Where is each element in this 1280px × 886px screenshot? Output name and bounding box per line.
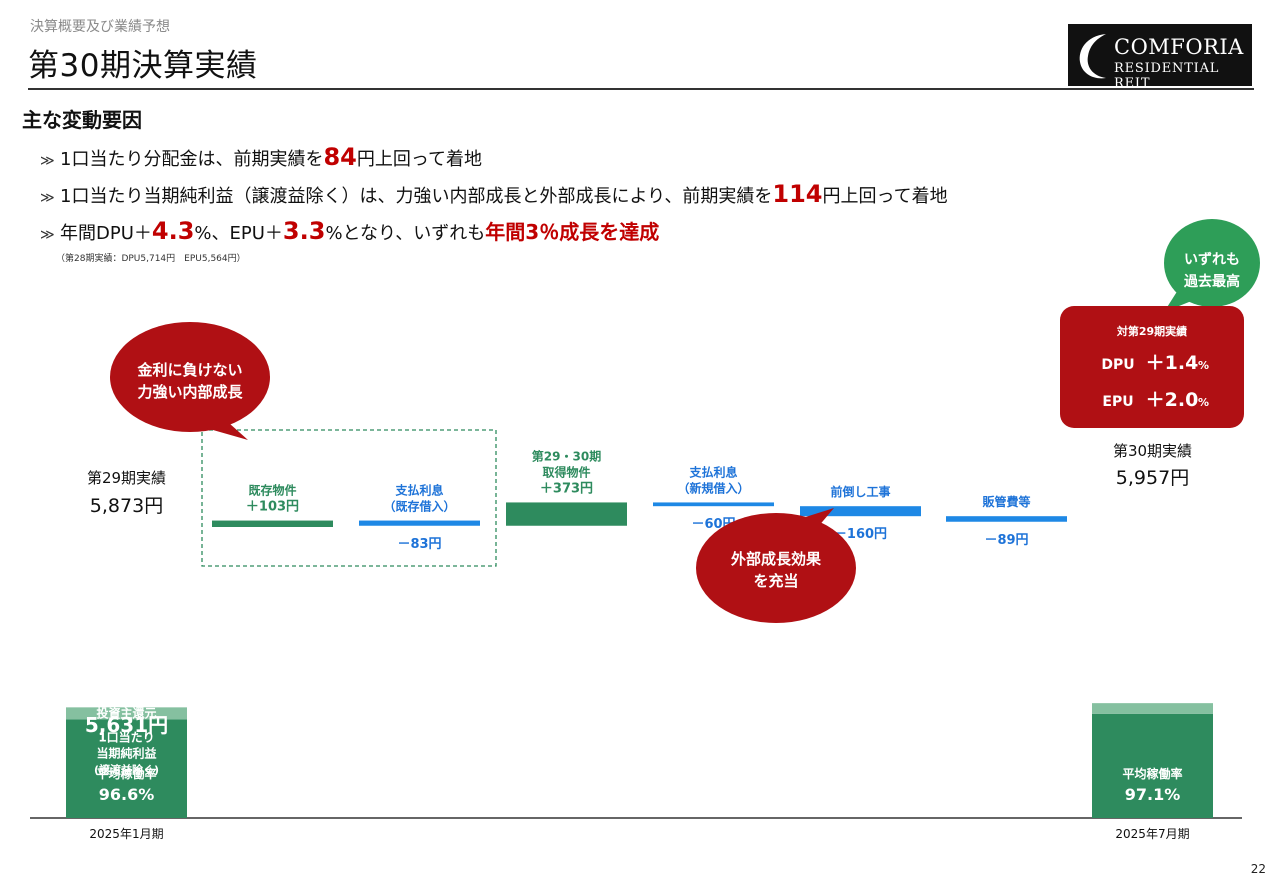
step-bar (946, 516, 1067, 522)
step-name: 販管費等 (982, 494, 1030, 509)
callout-record-text: いずれも (1184, 251, 1240, 268)
bullet-text: %となり、いずれも (325, 223, 486, 244)
bullet-epu: ≫ 1口当たり当期純利益（譲渡益除く）は、力強い内部成長と外部成長により、前期実績… (40, 180, 948, 208)
bar-end-return (1092, 703, 1213, 714)
section-heading: 主な変動要因 (22, 108, 142, 132)
vs-prev-title: 対第29期実績 (1116, 324, 1187, 338)
page-number: 22 (1250, 862, 1266, 876)
epu-label: 当期純利益 (96, 745, 156, 760)
step-bar (212, 520, 333, 527)
logo-crescent-icon (1079, 34, 1106, 79)
epu-label: 1口当たり (98, 729, 154, 744)
occupancy-value: 96.6% (99, 785, 155, 804)
logo-line2: RESIDENTIAL REIT (1114, 61, 1220, 91)
bullet-marker-icon: ≫ (40, 227, 55, 243)
page-title: 第30期決算実績 (28, 48, 258, 84)
step-value: ＋373円 (540, 481, 593, 496)
vs-prev-dpu-label: DPU (1101, 357, 1134, 373)
bullet-text: 円上回って着地 (356, 149, 482, 170)
bar-start-value: 5,873円 (90, 495, 163, 517)
step-name: （新規借入） (677, 480, 749, 495)
step-value: －83円 (397, 537, 441, 552)
bar-end-epu (1092, 713, 1213, 818)
callout-external-bubble (696, 513, 856, 623)
step-name: 支払利息 (688, 464, 737, 479)
bullet-marker-icon: ≫ (40, 190, 55, 206)
step-value: －89円 (984, 533, 1028, 548)
bullet-text: 年間DPU＋ (60, 223, 152, 244)
vs-prev-dpu-unit: % (1198, 359, 1209, 372)
callout-external-text: 外部成長効果 (730, 550, 822, 568)
callout-external-tail (796, 508, 834, 534)
step-name: 第29・30期 (532, 448, 601, 463)
bar-start-epu (66, 719, 187, 818)
bullet-text: 1口当たり当期純利益（譲渡益除く）は、力強い内部成長と外部成長により、前期実績を (60, 186, 773, 207)
period-label-end: 2025年7月期 (1115, 827, 1189, 841)
logo-line1: COMFORIA (1114, 35, 1244, 59)
bullet-dpu: ≫ 1口当たり分配金は、前期実績を84円上回って着地 (40, 143, 482, 171)
occupancy-value: 97.1% (1125, 785, 1181, 804)
step-value: ＋103円 (246, 500, 299, 515)
callout-record-text: 過去最高 (1183, 273, 1240, 290)
comforia-logo: COMFORIA RESIDENTIAL REIT (1068, 24, 1252, 91)
step-bar (800, 506, 921, 517)
title-divider (28, 88, 1254, 90)
step-bar (506, 502, 627, 526)
occupancy-label: 平均稼働率 (96, 766, 156, 781)
bar-end-value: 5,957円 (1116, 467, 1189, 489)
callout-internal-bubble (110, 322, 270, 432)
return-label: 投資主還元 (96, 705, 156, 720)
bullet-text: 1口当たり分配金は、前期実績を (60, 149, 324, 170)
step-bar (653, 502, 774, 507)
bullet-highlight: 年間3％成長を達成 (485, 220, 660, 244)
vs-prev-epu-value: ＋2.0 (1146, 389, 1199, 411)
step-value: －160円 (834, 527, 887, 542)
callout-record-bubble (1164, 219, 1260, 307)
occupancy-label: 平均稼働率 (1122, 766, 1182, 781)
vs-prev-box (1060, 306, 1244, 428)
bar-end-label: 第30期実績 (1113, 442, 1192, 460)
callout-internal-tail (206, 415, 248, 440)
bullet-value: 114 (772, 180, 823, 208)
breadcrumb: 決算概要及び業績予想 (30, 19, 170, 35)
bar-start-return (66, 707, 187, 720)
vs-prev-epu-label: EPU (1102, 394, 1133, 410)
vs-prev-epu-unit: % (1198, 396, 1209, 409)
bullet-text: 円上回って着地 (822, 186, 948, 207)
bar-start-epu-value: 5,631円 (85, 713, 168, 737)
step-name: （既存借入） (383, 499, 455, 514)
period-label-start: 2025年1月期 (89, 827, 163, 841)
bar-start-label: 第29期実績 (87, 469, 166, 487)
callout-internal-text: 金利に負けない (136, 361, 242, 379)
step-name: 取得物件 (542, 464, 590, 479)
bullet-value: 3.3 (282, 217, 326, 245)
bullet-value: 84 (323, 143, 357, 171)
callout-external-text: を充当 (753, 572, 798, 590)
footnote: （第28期実績：DPU5,714円 EPU5,564円） (56, 254, 246, 264)
step-name: 支払利息 (394, 483, 443, 498)
bullet-value: 4.3 (151, 217, 195, 245)
bullet-marker-icon: ≫ (40, 153, 55, 169)
bar-end-epu-value: 5,745円 (1111, 657, 1194, 681)
step-name: 既存物件 (248, 483, 296, 498)
step-name: 前倒し工事 (830, 484, 890, 499)
internal-growth-box (201, 429, 497, 567)
bullet-text: %、EPU＋ (194, 223, 283, 244)
vs-prev-dpu-value: ＋1.4 (1146, 352, 1199, 374)
step-bar (359, 520, 480, 526)
callout-internal-text: 力強い内部成長 (137, 383, 243, 401)
bullet-growth: ≫ 年間DPU＋4.3%、EPU＋3.3%となり、いずれも年間3％成長を達成 (40, 216, 659, 245)
epu-label: (譲渡益除く) (94, 762, 159, 776)
